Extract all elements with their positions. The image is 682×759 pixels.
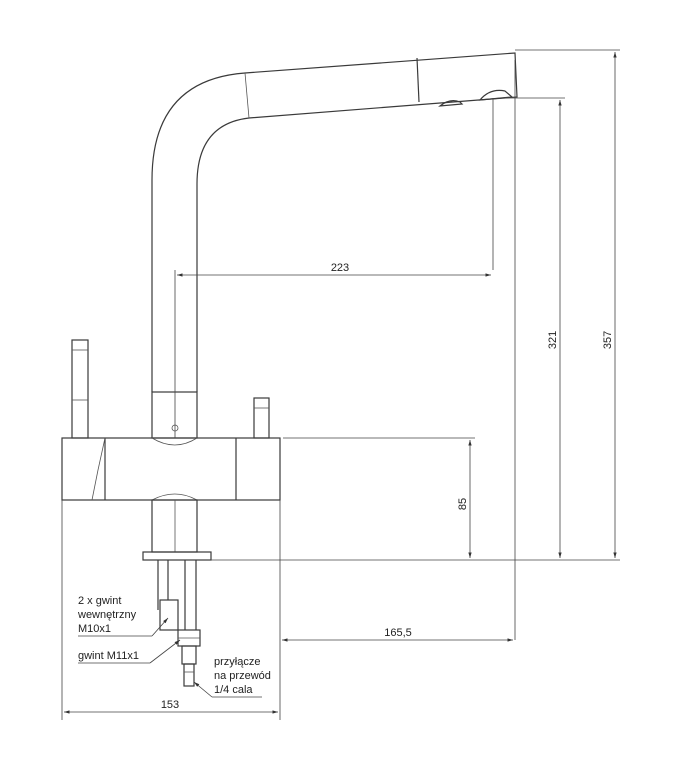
annotation-text: wewnętrzny — [77, 609, 137, 621]
dim-label-223: 223 — [331, 262, 349, 274]
annotation-text: na przewód — [214, 670, 271, 682]
annotation-thread-m11: gwint M11x1 — [78, 639, 181, 664]
dim-label-321: 321 — [547, 331, 559, 349]
annotation-text: gwint M11x1 — [78, 650, 139, 662]
annotation-hose-connector: przyłącze na przewód 1/4 cala — [193, 656, 271, 698]
annotation-internal-thread: 2 x gwint wewnętrzny M10x1 — [77, 595, 169, 637]
dim-label-85: 85 — [457, 498, 469, 510]
dim-label-153: 153 — [161, 699, 179, 711]
dimension-lines — [63, 52, 617, 714]
faucet-outline — [61, 52, 518, 687]
extension-lines — [61, 49, 620, 720]
annotation-text: 1/4 cala — [214, 684, 253, 696]
annotation-text: przyłącze — [214, 656, 260, 668]
annotation-text: 2 x gwint — [78, 595, 121, 607]
dim-label-165-5: 165,5 — [384, 627, 412, 639]
dim-label-357: 357 — [602, 331, 614, 349]
annotation-text: M10x1 — [78, 623, 111, 635]
